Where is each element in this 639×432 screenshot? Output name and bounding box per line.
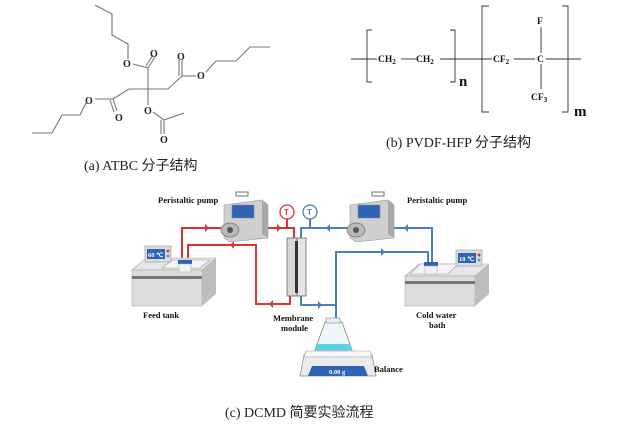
oxygen-atom: O bbox=[177, 52, 185, 63]
bond bbox=[148, 75, 183, 90]
bond bbox=[145, 54, 154, 67]
label-bath: bath bbox=[429, 320, 446, 330]
caption-c: (c) DCMD 简要实验流程 bbox=[225, 404, 374, 421]
flow-arrow bbox=[205, 224, 209, 232]
label-peristaltic-pump-left: Peristaltic pump bbox=[158, 195, 218, 205]
thermometer-label: T bbox=[307, 208, 312, 217]
balance: 0.00 g bbox=[299, 317, 377, 377]
bond bbox=[94, 4, 129, 59]
atbc-structure: O O O O O O O O (a) ATBC 分子结构 bbox=[32, 4, 270, 174]
caption-a: (a) ATBC 分子结构 bbox=[84, 158, 198, 174]
flow-arrow bbox=[269, 300, 273, 308]
bond bbox=[147, 56, 156, 69]
dcmd-setup: T T bbox=[131, 191, 490, 421]
oxygen-atom: O bbox=[85, 96, 93, 107]
label-membrane: Membrane bbox=[273, 313, 313, 323]
oxygen-atom: O bbox=[160, 135, 168, 146]
bond bbox=[205, 46, 270, 73]
hot-return-line bbox=[187, 244, 291, 305]
label-cold-water: Cold water bbox=[416, 310, 457, 320]
label-feed-tank: Feed tank bbox=[143, 310, 179, 320]
label-balance: Balance bbox=[374, 364, 403, 374]
bond bbox=[109, 99, 115, 113]
repeat-n: n bbox=[459, 74, 468, 90]
oxygen-atom: O bbox=[123, 59, 131, 70]
bond bbox=[32, 102, 87, 134]
f-atom: F bbox=[537, 17, 543, 27]
peristaltic-pump-right bbox=[346, 191, 395, 243]
ch2-group: CH2 bbox=[416, 55, 434, 66]
flow-arrow bbox=[230, 241, 234, 249]
bracket-right-n bbox=[450, 29, 456, 83]
oxygen-atom: O bbox=[150, 49, 158, 60]
thermometer-hot: T bbox=[279, 204, 295, 220]
cf3-group: CF3 bbox=[531, 93, 548, 104]
label-module: module bbox=[281, 323, 308, 333]
flow-arrow bbox=[277, 224, 281, 232]
thermometer-label: T bbox=[284, 208, 289, 217]
flow-arrow bbox=[381, 248, 385, 256]
peristaltic-pump-left bbox=[220, 191, 269, 243]
ch2-group: CH2 bbox=[378, 55, 396, 66]
bond bbox=[112, 98, 118, 112]
balance-readout: 0.00 g bbox=[329, 369, 346, 376]
bond bbox=[112, 88, 148, 100]
bracket-left-n bbox=[366, 29, 372, 83]
flow-arrow bbox=[404, 224, 408, 232]
cf2-group: CF2 bbox=[493, 55, 510, 66]
c-atom: C bbox=[537, 55, 544, 65]
flow-arrow bbox=[326, 224, 330, 232]
thermometer-cold: T bbox=[302, 204, 318, 220]
pvdf-hfp-structure: CH2 CH2 CF2 C F CF3 n m (b) PVDF-HFP 分子结… bbox=[351, 5, 587, 151]
caption-b: (b) PVDF-HFP 分子结构 bbox=[386, 135, 531, 151]
feed-tank: 60 ℃ bbox=[131, 245, 217, 307]
oxygen-atom: O bbox=[115, 113, 123, 124]
cold-return-line bbox=[300, 251, 429, 306]
flow-arrow bbox=[318, 301, 322, 309]
bond bbox=[132, 63, 149, 69]
membrane-module bbox=[286, 237, 307, 297]
repeat-m: m bbox=[574, 104, 587, 120]
feed-temp-readout: 60 ℃ bbox=[148, 251, 164, 259]
cold-water-bath: 10 ℃ bbox=[404, 249, 490, 307]
label-peristaltic-pump-right: Peristaltic pump bbox=[407, 195, 467, 205]
oxygen-atom: O bbox=[144, 106, 152, 117]
bond bbox=[152, 111, 185, 121]
cold-temp-readout: 10 ℃ bbox=[459, 255, 475, 263]
bracket-right-m bbox=[562, 5, 569, 113]
oxygen-atom: O bbox=[197, 71, 205, 82]
bracket-left-m bbox=[481, 5, 489, 113]
